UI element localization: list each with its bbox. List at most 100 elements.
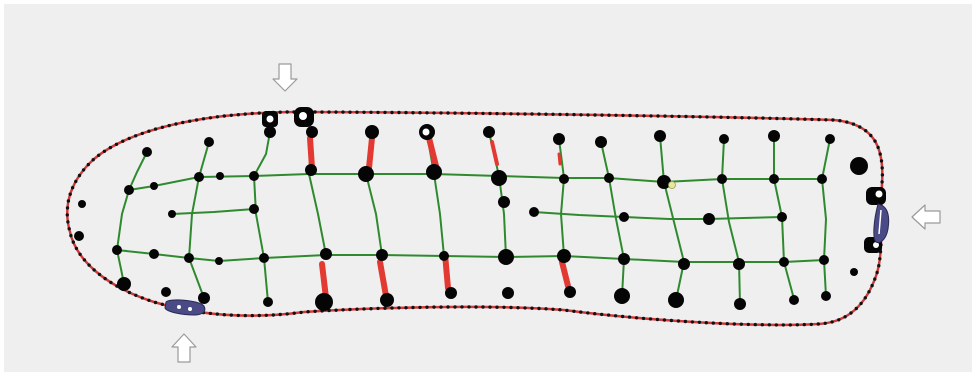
outline-dot: [82, 258, 87, 262]
outline-dot: [215, 115, 220, 119]
outline-dot: [565, 308, 569, 313]
outline-dot: [620, 314, 625, 319]
outline-dot: [656, 114, 660, 118]
outline-dot: [838, 119, 842, 123]
wire-vertical: [252, 131, 271, 303]
outline-dot: [66, 199, 71, 203]
ring-node: [866, 187, 886, 205]
outline-dot: [285, 312, 289, 316]
outline-dot: [65, 206, 70, 210]
node: [380, 293, 394, 307]
outline-dot: [754, 116, 758, 120]
outline-dot: [747, 116, 751, 120]
outline-dot: [698, 115, 702, 119]
node-group: [74, 125, 868, 311]
outline-dot: [859, 301, 863, 306]
node: [161, 287, 171, 297]
outline-dot: [488, 305, 492, 309]
outline-dot: [880, 166, 884, 170]
outline-dot: [355, 307, 359, 311]
outline-dot: [530, 112, 534, 116]
outline-dot: [215, 312, 219, 316]
ring-node: [262, 111, 278, 127]
outline-dot: [65, 213, 69, 217]
node: [149, 249, 159, 259]
outline-dot: [817, 117, 821, 122]
outline-dot: [66, 220, 70, 224]
node: [618, 253, 630, 265]
outline-dot: [606, 313, 611, 317]
node: [498, 249, 514, 265]
outline-dot: [390, 110, 394, 115]
node: [78, 200, 86, 208]
outline-dot: [71, 240, 76, 244]
node: [733, 258, 745, 270]
outline-dot: [127, 136, 131, 141]
outline-dot: [404, 306, 408, 310]
node: [358, 166, 374, 182]
outline-dot: [488, 111, 492, 116]
outline-dot: [201, 117, 206, 121]
node: [365, 125, 379, 139]
outline-dot: [649, 114, 653, 118]
red-bar: [559, 259, 571, 289]
outline-dot: [320, 110, 324, 114]
outline-dot: [411, 305, 415, 310]
outline-dot: [188, 119, 192, 123]
outline-dot: [551, 307, 555, 311]
outline-dot: [509, 112, 513, 116]
outline-dot: [843, 315, 847, 319]
outline-dot: [341, 110, 345, 114]
outline-dot: [86, 162, 91, 167]
outline-dot: [306, 310, 310, 314]
arrow-left-icon: [911, 204, 941, 230]
outline-dot: [257, 313, 261, 318]
node: [564, 286, 576, 298]
node: [426, 164, 442, 180]
outline-dot: [208, 311, 213, 316]
outline-dot: [108, 145, 113, 150]
outline-dot: [726, 115, 730, 120]
outline-dot: [537, 112, 541, 116]
outline-dot: [711, 321, 715, 325]
outline-dot: [870, 283, 874, 288]
node: [777, 212, 787, 222]
outline-dot: [662, 318, 667, 322]
node: [654, 130, 666, 142]
outline-dot: [87, 263, 91, 267]
wire-left-arc: [115, 151, 148, 285]
outline-dot: [621, 113, 625, 118]
outline-dot: [746, 322, 750, 327]
outline-dot: [878, 152, 882, 156]
outline-dot: [586, 113, 590, 117]
outline-dot: [854, 306, 858, 311]
outline-dot: [404, 110, 408, 115]
node: [215, 257, 223, 265]
outline-dot: [495, 111, 499, 116]
outline-dot: [655, 317, 660, 322]
node: [703, 213, 715, 225]
outline-dot: [383, 110, 387, 115]
outline-dot: [831, 118, 835, 122]
node: [678, 258, 690, 270]
outline-dot: [719, 115, 723, 119]
outline-dot: [81, 168, 86, 172]
outline-dot: [160, 125, 165, 129]
wire-vertical: [558, 138, 566, 257]
outline-dot: [432, 111, 436, 115]
outline-dot: [68, 192, 72, 196]
outline-dot: [334, 110, 338, 114]
outline-dot: [208, 116, 213, 120]
node: [595, 136, 607, 148]
node: [553, 133, 565, 145]
outline-dot: [362, 110, 366, 115]
outline-dot: [796, 117, 800, 121]
outline-dot: [878, 257, 882, 261]
red-bar: [366, 135, 375, 171]
node: [498, 196, 510, 208]
wire-vertical: [488, 131, 507, 258]
outline-dot: [439, 111, 443, 115]
outline-dot: [733, 115, 737, 120]
ring-node: [419, 124, 435, 140]
outline-dot: [641, 316, 646, 321]
